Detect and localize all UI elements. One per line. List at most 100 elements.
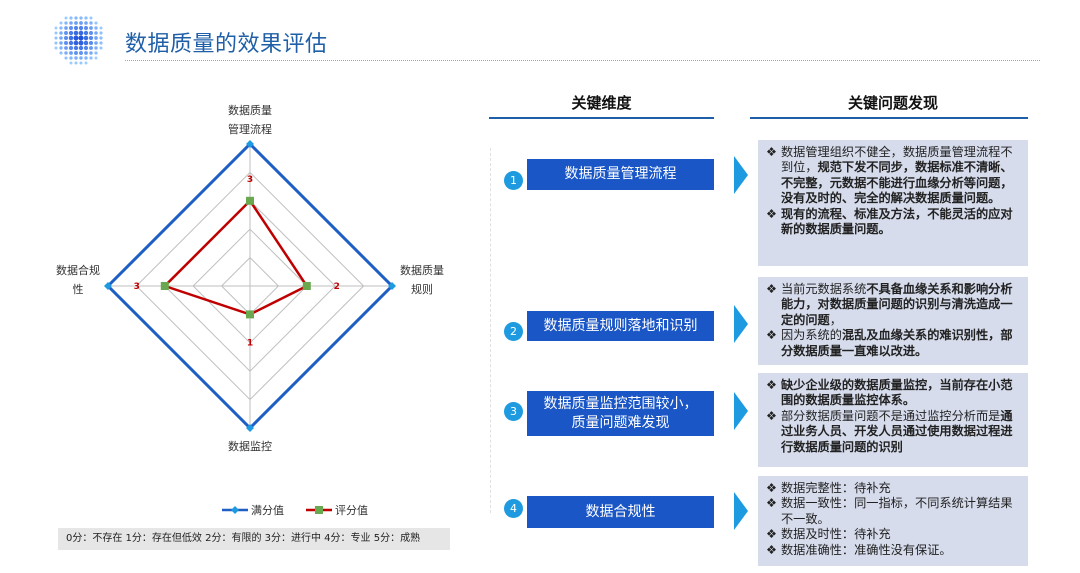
logo-dot (68, 45, 74, 51)
axis-label: 数据质量 (228, 103, 272, 117)
logo-dot (94, 36, 98, 40)
logo-dot (73, 45, 79, 51)
page-title: 数据质量的效果评估 (125, 32, 328, 57)
logo-dot (59, 51, 63, 55)
logo-dot (94, 21, 98, 25)
logo-dot (68, 40, 74, 46)
diamond-bullet-icon: ❖ (766, 542, 777, 557)
logo-dot (78, 25, 84, 31)
logo-dot (59, 36, 63, 40)
finding-item: ❖数据完整性：待补充 (766, 481, 1018, 496)
finding-text: 数据准确性：准确性没有保证。 (781, 543, 1018, 558)
logo-dot (69, 61, 73, 65)
logo-dot (89, 16, 93, 20)
data-label: 2 (334, 282, 340, 292)
right-arrow-icon (734, 156, 748, 194)
dimension-label-line1: 数据质量监控范围较小， (543, 395, 698, 412)
logo-dot (94, 56, 98, 60)
logo-dot (83, 35, 89, 41)
diamond-bullet-icon: ❖ (766, 527, 777, 542)
finding-text-run: 数据及时性：待补充 (781, 527, 891, 542)
finding-text: 数据管理组织不健全，数据质量管理流程不到位，规范下发不同步，数据标准不清晰、不完… (781, 145, 1018, 207)
dimension-label-line2: 质量问题难发现 (571, 414, 670, 431)
logo-dot (79, 56, 83, 60)
logo-dot (59, 21, 63, 25)
logo-dot (78, 35, 84, 41)
finding-text-run: 数据管理组织不健全，数据质量管理流程不到位， (781, 145, 1013, 175)
finding-text-bold: 现有的流程、标准及方法，不能灵活的应对新的数据质量问题。 (781, 206, 1013, 237)
finding-text-bold: 不具备血缘关系和影响分析能力，对数据质量问题的识别与清洗造成一定的问题 (781, 282, 1013, 327)
logo-dot (79, 21, 83, 25)
finding-text: 部分数据质量问题不是通过监控分析而是通过业务人员、开发人员通过使用数据过程进行数… (781, 409, 1018, 455)
logo-dot (73, 30, 79, 36)
data-label: 3 (247, 175, 253, 185)
logo-dot (74, 56, 78, 60)
finding-text-run: 当前元数据系统 (781, 282, 867, 296)
finding-box: ❖数据完整性：待补充❖数据一致性：同一指标，不同系统计算结果不一致。❖数据及时性… (758, 476, 1028, 566)
logo-dot (69, 16, 73, 20)
score-point (246, 196, 254, 205)
finding-text-run: ， (829, 312, 842, 327)
logo-dot (54, 31, 58, 35)
finding-item: ❖部分数据质量问题不是通过监控分析而是通过业务人员、开发人员通过使用数据过程进行… (766, 409, 1018, 455)
finding-item: ❖数据一致性：同一指标，不同系统计算结果不一致。 (766, 496, 1018, 527)
logo-dot (69, 51, 73, 55)
logo-dot (59, 26, 63, 30)
logo-dot (63, 35, 69, 41)
dimension-label: 数据合规性 (585, 503, 656, 520)
logo-dot (79, 51, 83, 55)
logo-dot (73, 40, 79, 46)
row-number-badge: 4 (504, 499, 523, 518)
finding-text-bold: 缺少企业级的数据质量监控，当前存在小范围的数据质量监控体系。 (781, 378, 1013, 408)
logo-dot (99, 46, 103, 50)
axis-label: 管理流程 (228, 122, 272, 136)
logo-dot (94, 26, 98, 30)
finding-text: 数据完整性：待补充 (781, 481, 1018, 496)
legend-marker (231, 506, 239, 514)
logo-dot (59, 41, 63, 45)
row-number-badge: 1 (504, 171, 523, 190)
dimension-label: 数据质量规则落地和识别 (543, 317, 698, 334)
logo-dot (78, 30, 84, 36)
logo-dot (54, 26, 58, 30)
finding-text-bold: 混乱及血缘关系的难识别性，部分数据质量一直难以改进。 (781, 328, 1013, 358)
logo-dot (79, 61, 83, 65)
data-label: 3 (134, 282, 140, 292)
logo-dot (74, 51, 78, 55)
finding-item: ❖ 数据准确性：准确性没有保证。 (766, 543, 1018, 558)
finding-box: ❖数据管理组织不健全，数据质量管理流程不到位，规范下发不同步，数据标准不清晰、不… (758, 140, 1028, 266)
axis-label: 规则 (411, 282, 433, 296)
right-arrow-icon (734, 492, 748, 530)
finding-item: ❖数据管理组织不健全，数据质量管理流程不到位，规范下发不同步，数据标准不清晰、不… (766, 145, 1018, 207)
logo-dot (64, 16, 68, 20)
logo-dot (64, 46, 68, 50)
score-point (160, 282, 169, 290)
logo-dot (69, 21, 73, 25)
dashed-divider (490, 148, 491, 513)
finding-text: 数据及时性：待补充 (781, 527, 1018, 542)
finding-item: ❖因为系统的混乱及血缘关系的难识别性，部分数据质量一直难以改进。 (766, 328, 1018, 359)
logo-dot (64, 31, 68, 35)
finding-box: ❖ 缺少企业级的数据质量监控，当前存在小范围的数据质量监控体系。❖部分数据质量问题… (758, 373, 1028, 467)
right-arrow-icon (734, 392, 748, 430)
logo-dot (64, 56, 68, 60)
radar-chart: 3213数据质量管理流程数据质量规则数据监控数据合规性满分值评分值 (56, 103, 444, 517)
column-rule-finding (750, 117, 1028, 119)
logo-dot (94, 41, 98, 45)
score-point (302, 282, 311, 290)
logo-dot (94, 31, 98, 35)
diamond-bullet-icon: ❖ (766, 378, 777, 392)
logo-dot (79, 16, 83, 20)
finding-text: 现有的流程、标准及方法，不能灵活的应对新的数据质量问题。 (781, 207, 1018, 238)
finding-item: ❖ 缺少企业级的数据质量监控，当前存在小范围的数据质量监控体系。 (766, 378, 1018, 409)
logo-dot (99, 36, 103, 40)
logo-dot (89, 21, 93, 25)
data-label: 1 (247, 338, 253, 348)
finding-text: 数据一致性：同一指标，不同系统计算结果不一致。 (781, 496, 1018, 527)
logo-dot (89, 26, 93, 30)
axis-label: 数据监控 (228, 439, 272, 453)
logo-dot (54, 41, 58, 45)
logo-dot (73, 35, 79, 41)
finding-item: ❖ 数据及时性：待补充 (766, 527, 1018, 542)
dimension-label: 数据质量管理流程 (564, 166, 677, 182)
